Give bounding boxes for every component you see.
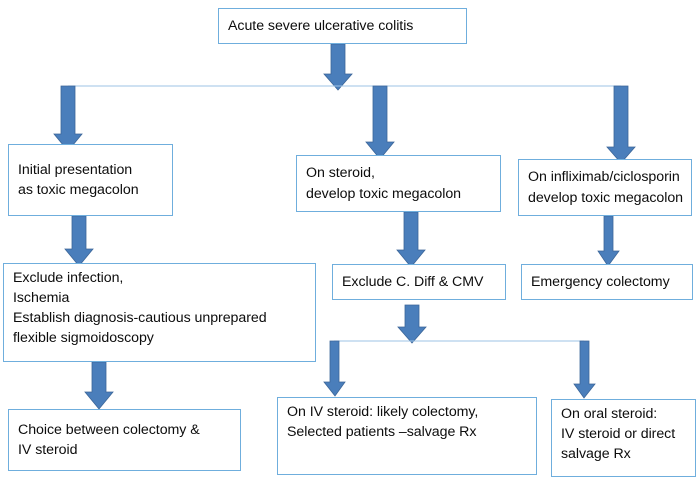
node-branch-on-steroid[interactable]: On steroid, develop toxic megacolon (296, 155, 501, 212)
node-on-oral-steroid[interactable]: On oral steroid: IV steroid or direct sa… (551, 399, 696, 477)
arrow-initial-to-exclude-infection (64, 215, 94, 267)
node-choice-colectomy-iv-steroid[interactable]: Choice between colectomy & IV steroid (8, 409, 241, 471)
arrow-to-on-infliximab (606, 85, 636, 164)
arrow-to-on-steroid (365, 85, 395, 160)
arrow-infliximab-to-emergency-colectomy (597, 215, 620, 267)
node-emergency-colectomy[interactable]: Emergency colectomy (521, 264, 693, 300)
node-on-iv-steroid[interactable]: On IV steroid: likely colectomy, Selecte… (277, 397, 537, 475)
node-exclude-infection[interactable]: Exclude infection, Ischemia Establish di… (3, 263, 316, 362)
arrow-exclude-infection-to-choice (84, 361, 114, 410)
node-branch-on-infliximab[interactable]: On infliximab/ciclosporin develop toxic … (518, 159, 692, 216)
arrow-root-to-bar (323, 43, 353, 91)
arrow-to-on-oral-steroid (573, 340, 596, 399)
arrow-onsteroid-to-exclude-cdiff (396, 211, 426, 268)
node-root[interactable]: Acute severe ulcerative colitis (218, 8, 467, 44)
arrow-cdiff-to-bar (397, 304, 427, 344)
arrow-to-on-iv-steroid (323, 340, 346, 397)
arrow-to-initial-presentation (53, 85, 83, 152)
node-branch-toxic-megacolon-initial[interactable]: Initial presentation as toxic megacolon (8, 144, 173, 216)
node-exclude-cdiff-cmv[interactable]: Exclude C. Diff & CMV (332, 264, 506, 300)
